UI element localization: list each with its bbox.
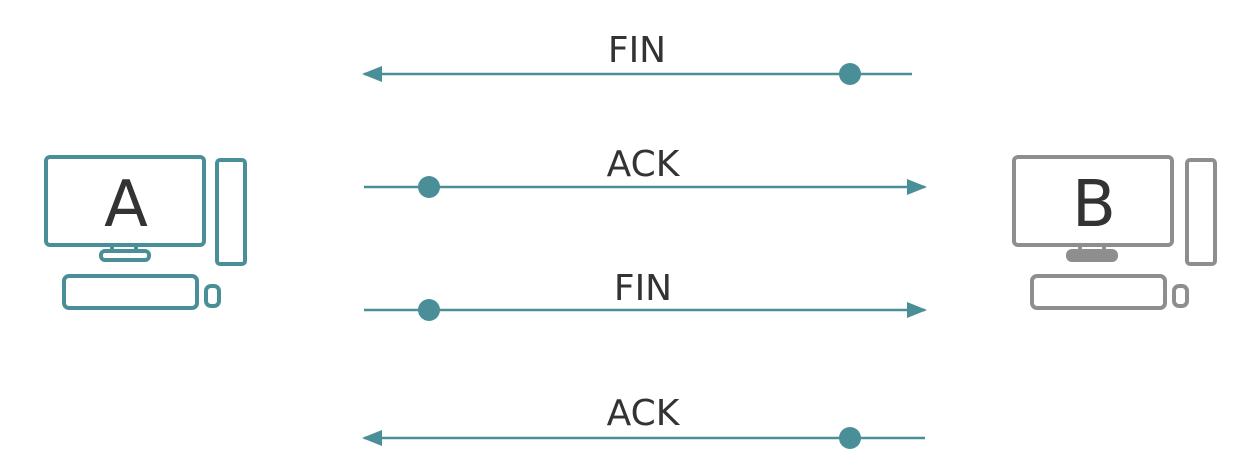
message-2-label: ACK <box>607 144 681 185</box>
message-1-label: FIN <box>608 30 666 71</box>
message-2-origin-dot <box>418 176 440 198</box>
monitor-b-base <box>1066 249 1118 262</box>
computer-a-label: A <box>104 168 148 242</box>
message-4-origin-dot <box>839 427 861 449</box>
message-3-origin-dot <box>418 299 440 321</box>
message-3: FIN <box>364 268 927 321</box>
message-1: FIN <box>362 30 912 85</box>
tower-a <box>215 158 247 266</box>
message-3-label: FIN <box>614 268 672 309</box>
monitor-a-base <box>99 249 151 262</box>
mouse-a-icon <box>204 284 221 308</box>
message-4: ACK <box>362 393 925 449</box>
keyboard-b <box>1030 274 1167 310</box>
computer-b-label: B <box>1072 168 1116 242</box>
tower-b <box>1185 158 1217 266</box>
computer-b: B <box>1012 155 1217 310</box>
message-4-label: ACK <box>607 393 681 434</box>
computer-a: A <box>44 155 247 310</box>
message-1-origin-dot <box>839 63 861 85</box>
message-2: ACK <box>364 144 927 198</box>
mouse-b-icon <box>1172 284 1189 308</box>
keyboard-a <box>62 274 199 310</box>
